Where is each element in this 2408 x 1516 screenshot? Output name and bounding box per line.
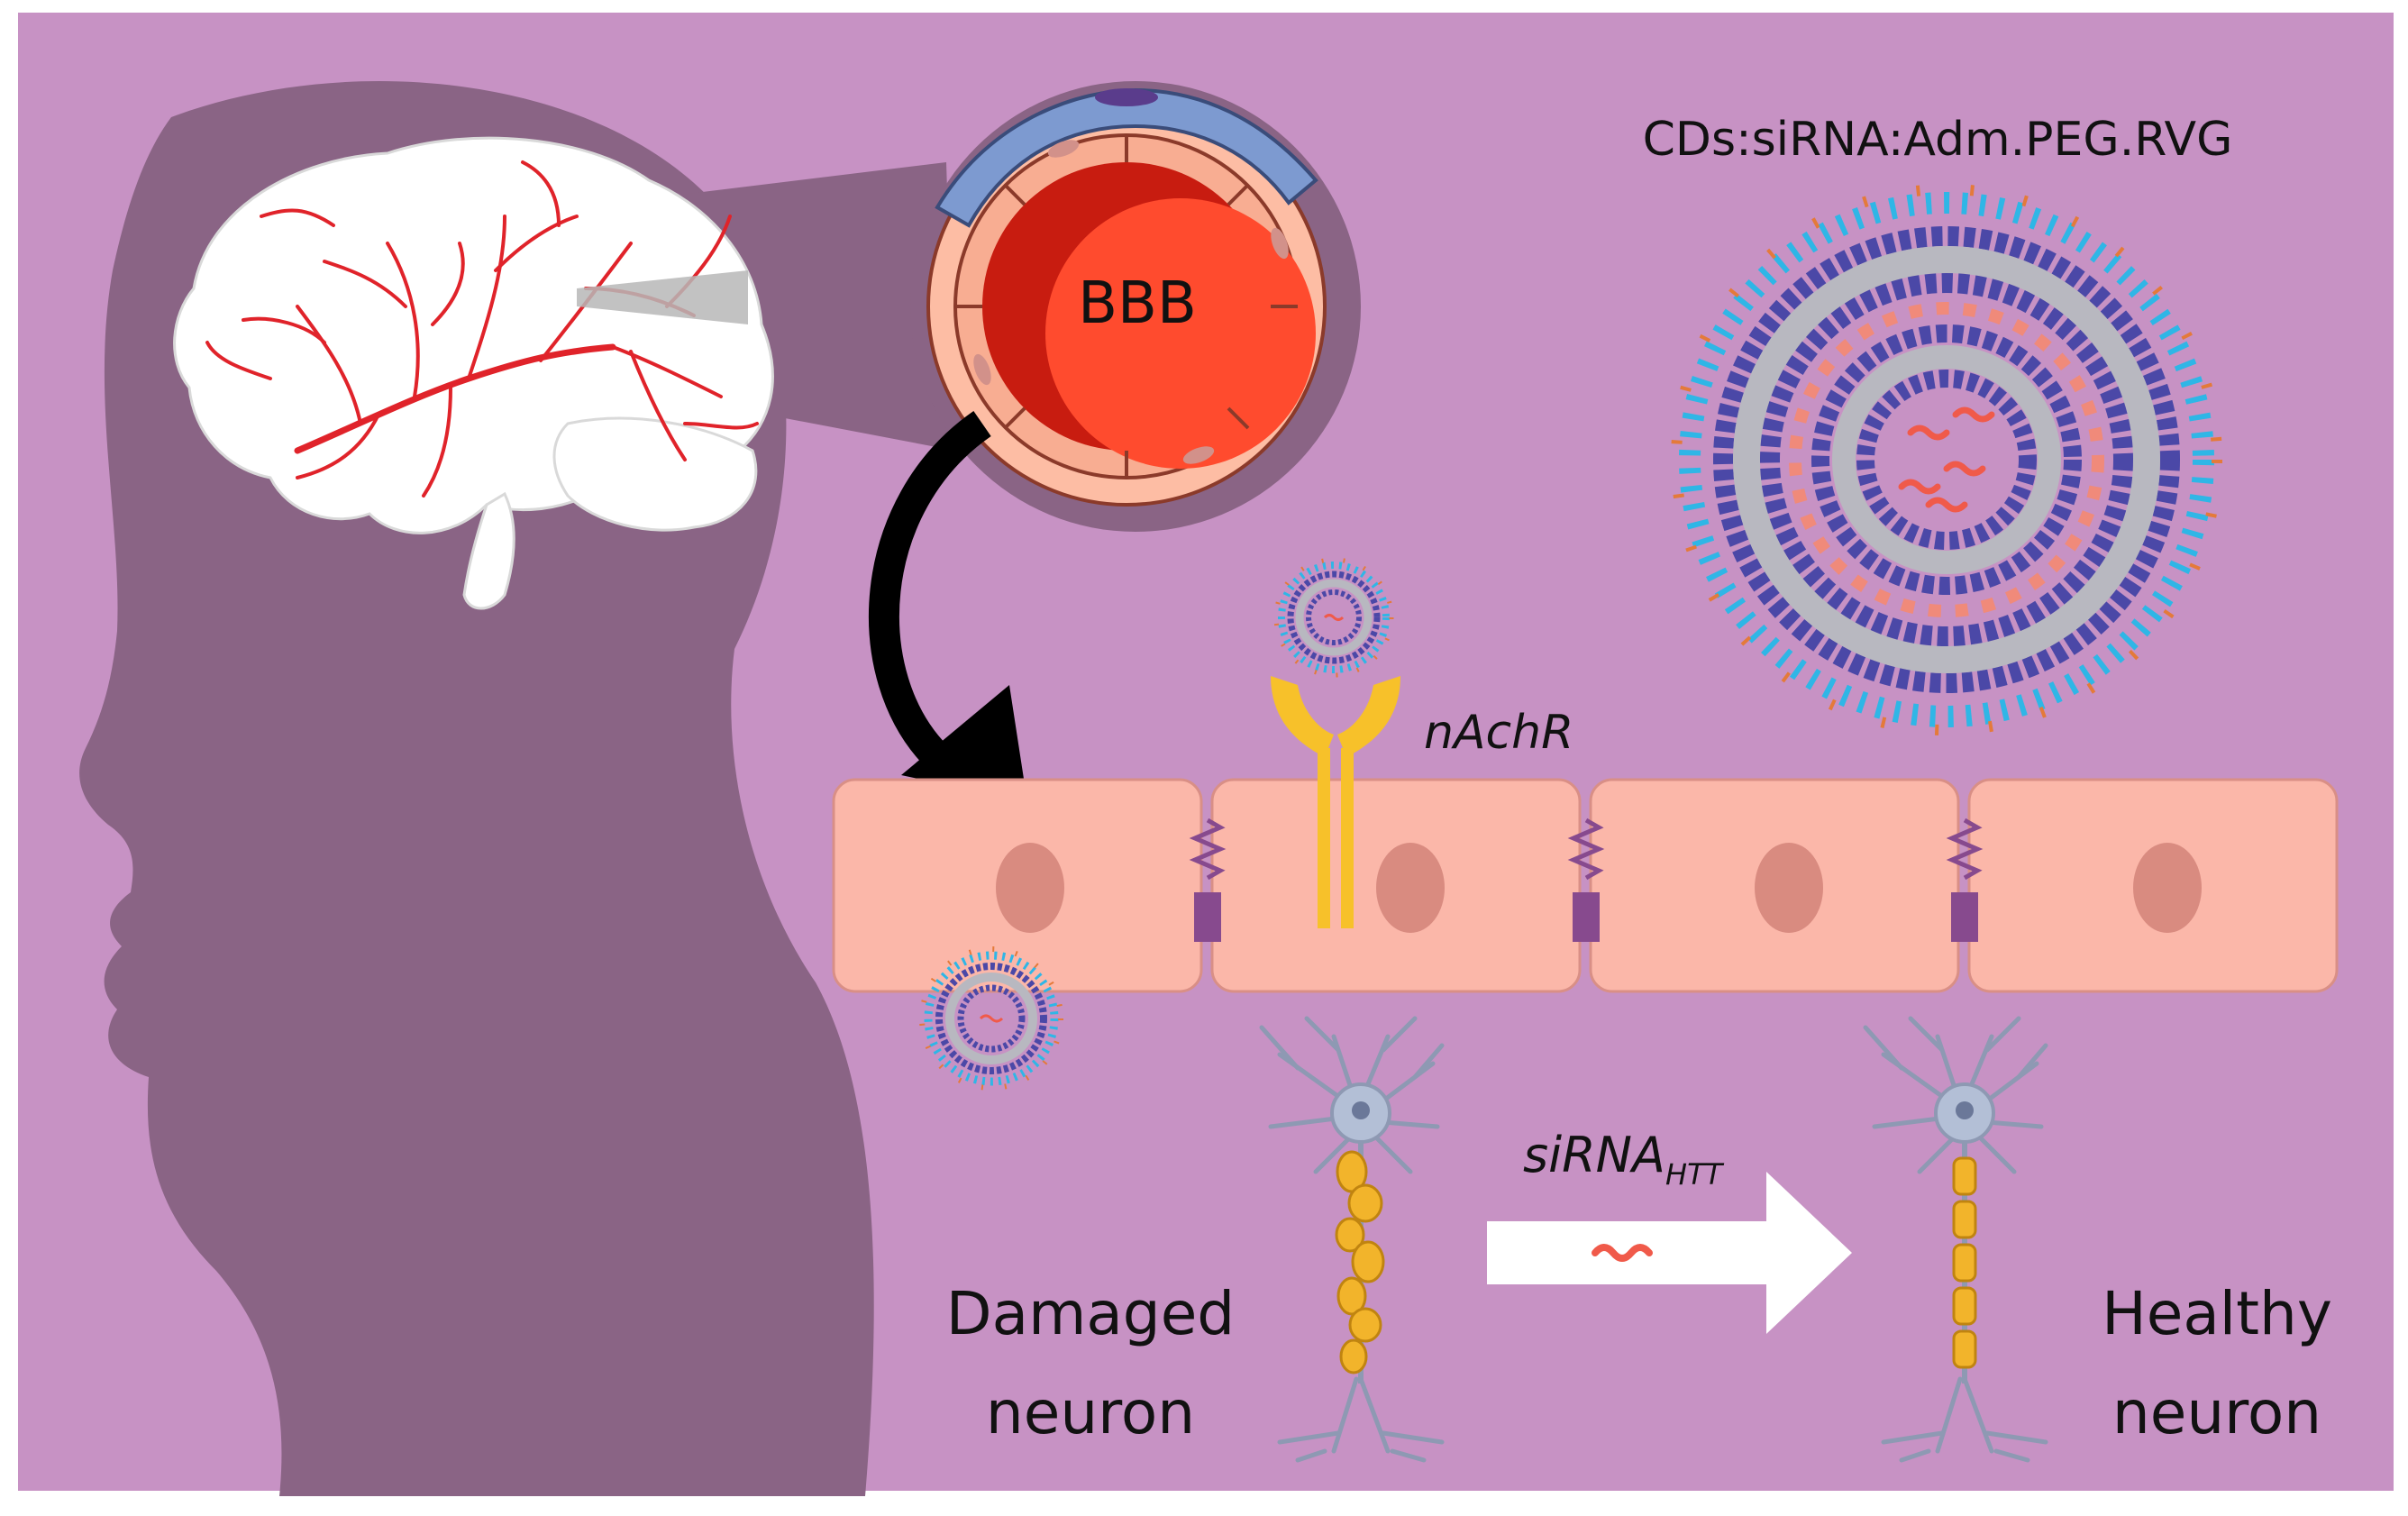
damaged-label-line1: Damaged xyxy=(946,1279,1235,1348)
nanoparticle-label: CDs:siRNA:Adm.PEG.RVG xyxy=(1643,113,2233,167)
damaged-label-line2: neuron xyxy=(986,1378,1195,1448)
healthy-neuron xyxy=(1863,1016,2048,1463)
healthy-label-line1: Healthy xyxy=(2102,1279,2332,1348)
sirna-label: siRNAHTT xyxy=(1523,1127,1725,1192)
bbb-label: BBB xyxy=(1078,270,1197,337)
damaged-neuron xyxy=(1259,1016,1445,1463)
healthy-label-line2: neuron xyxy=(2112,1378,2321,1448)
blood-vessel: BBB xyxy=(926,87,1327,507)
nanoparticle-small xyxy=(919,946,1063,1091)
sirna-arrow xyxy=(1487,1172,1852,1334)
brain xyxy=(173,136,774,610)
nanoparticle-large xyxy=(1671,184,2222,735)
nanoparticle-small xyxy=(1273,557,1394,678)
nachr-receptor xyxy=(1271,676,1400,928)
curved-arrow xyxy=(869,411,1027,802)
receptor-label: nAchR xyxy=(1424,706,1573,760)
endothelial-layer xyxy=(832,778,2339,993)
